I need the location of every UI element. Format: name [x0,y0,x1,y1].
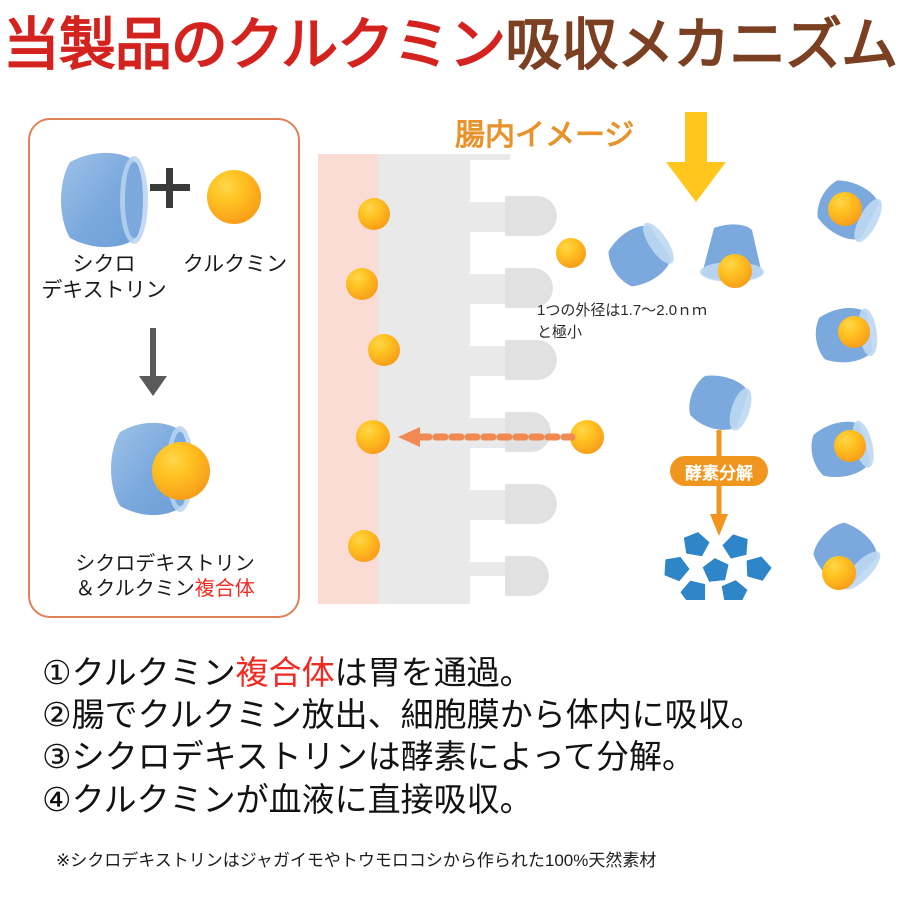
cyclodextrin-label: シクロ デキストリン [38,252,170,305]
step-number: ① [42,654,72,691]
villus-crypt [505,196,557,236]
absorbed-curcumin-sphere [358,198,390,230]
step-item: ①クルクミン複合体は胃を通過。 [42,652,882,694]
villus-crypt [505,556,549,596]
absorption-arrow-icon [398,427,576,447]
step-text: 腸でクルクミン放出、細胞膜から体内に吸収。 [71,696,764,734]
villus [470,304,548,346]
step-number: ② [42,696,72,734]
villus-crypt [505,268,553,308]
title-part-primary: 当製品のクルクミン [2,13,506,77]
complex-label-line1: シクロデキストリン [75,553,255,575]
complex-curcumin-sphere [838,316,870,348]
step-text: クルクミン [71,654,236,691]
absorbed-curcumin-sphere [356,420,390,454]
step-number: ③ [42,738,72,776]
step-text: シクロデキストリンは酵素によって分解。 [71,738,695,776]
step-highlight: 複合体 [235,654,335,691]
step-number: ④ [42,780,72,818]
villus [470,232,560,274]
complex-curcumin-sphere [828,192,862,226]
cyclodextrin-label-line1: シクロ [72,253,136,276]
step-item: ②腸でクルクミン放出、細胞膜から体内に吸収。 [42,694,882,736]
size-note: 1つの外径は1.7〜2.0ｎｍ と極小 [537,300,707,344]
down-arrow-icon [139,328,167,396]
step-text-tail: は胃を通過。 [334,654,533,691]
step-item: ④クルクミンが血液に直接吸収。 [42,779,882,821]
curcumin-label: クルクミン [182,253,288,276]
intestine-heading: 腸内イメージ [455,119,635,152]
curcumin-sphere-icon [207,170,261,224]
free-curcumin-sphere [570,420,604,454]
enzyme-breakdown-badge: 酵素分解 [670,456,768,486]
steps-list: ①クルクミン複合体は胃を通過。 ②腸でクルクミン放出、細胞膜から体内に吸収。 ③… [42,652,882,821]
villus [470,448,550,490]
complex-label-line2: ＆クルクミン複合体 [34,577,296,602]
villus-crypt [505,412,551,452]
step-text: クルクミンが血液に直接吸収。 [71,780,533,818]
villus-crypt [505,484,557,524]
complex-curcumin-sphere [718,254,752,288]
complex-label-highlight: 複合体 [194,578,255,600]
step-item: ③シクロデキストリンは酵素によって分解。 [42,736,882,778]
complex-label-prefix: ＆クルクミン [75,578,195,600]
villus-crypt [505,340,557,380]
page-title: 当製品のクルクミン吸収メカニズム [0,13,900,77]
complex-curcumin-sphere [834,430,866,462]
title-part-secondary: 吸収メカニズム [505,13,898,77]
size-note-line1: 1つの外径は1.7〜2.0ｎｍ [537,302,708,319]
intake-down-arrow-icon [666,112,726,202]
size-note-line2: と極小 [537,323,583,341]
plus-icon [150,168,190,208]
cyclodextrin-cone-icon [61,152,148,248]
cyclodextrin-label-line2: デキストリン [41,279,167,303]
absorbed-curcumin-sphere [348,530,380,562]
villus [470,376,556,418]
complex-curcumin-sphere-icon [152,442,210,500]
villus [470,160,552,202]
empty-cyclodextrin-cone-icon [608,222,674,287]
absorbed-curcumin-sphere [368,334,400,366]
empty-cyclodextrin-cone-icon [689,375,752,431]
free-curcumin-sphere [556,238,586,268]
complex-curcumin-sphere [822,556,856,590]
glucose-fragments-icon [664,532,772,600]
absorbed-curcumin-sphere [346,268,378,300]
villus [470,520,558,562]
footnote: ※シクロデキストリンはジャガイモやトウモロコシから作られた100%天然素材 [56,851,657,870]
complex-label: シクロデキストリン ＆クルクミン複合体 [34,552,296,602]
